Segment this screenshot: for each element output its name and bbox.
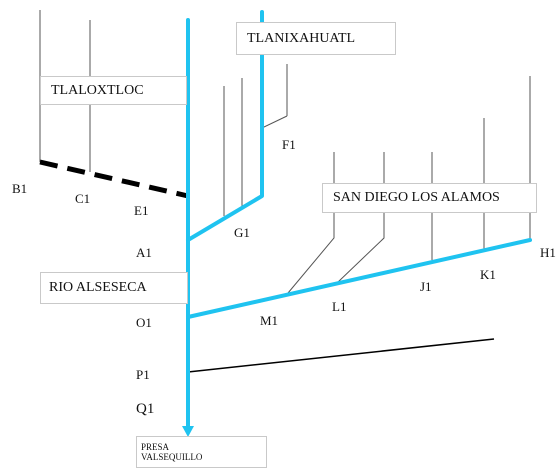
tlanixahuatl-river [186, 10, 264, 242]
tlanixahuatl-label-box: TLANIXAHUATL [236, 22, 396, 55]
point-label-l1: L1 [332, 299, 347, 314]
point-label-e1: E1 [134, 203, 149, 218]
presa-valsequillo-label-box: PRESA VALSEQUILLO [136, 436, 267, 468]
tlaloxtloc-text: TLALOXTLOC [51, 82, 144, 98]
point-label-j1: J1 [420, 279, 432, 294]
point-label-g1: G1 [234, 225, 250, 240]
point-label-k1: K1 [480, 267, 496, 282]
point-label-q1: Q1 [136, 401, 155, 417]
point-label-o1: O1 [136, 315, 152, 330]
presa-line1-text: PRESA [141, 442, 170, 452]
point-label-b1: B1 [12, 181, 28, 196]
san-diego-label-box: SAN DIEGO LOS ALAMOS [322, 183, 537, 213]
san-diego-text: SAN DIEGO LOS ALAMOS [333, 190, 500, 205]
presa-line2-text: VALSEQUILLO [141, 452, 203, 462]
point-label-m1: M1 [260, 313, 279, 328]
point-label-f1: F1 [282, 137, 296, 152]
flow-arrowhead [182, 426, 194, 437]
tlaloxtloc-label-box: TLALOXTLOC [40, 76, 187, 105]
point-label-p1: P1 [136, 367, 150, 382]
dashed-connector [39, 159, 189, 199]
point-label-a1: A1 [136, 245, 152, 260]
rio-alseseca-label-box: RIO ALSESECA [40, 272, 188, 304]
outfall-line-p1 [187, 338, 495, 373]
tributary-m1 [287, 152, 335, 294]
san-diego-river [186, 238, 532, 319]
tributary-l1 [336, 152, 385, 284]
point-label-h1: H1 [540, 245, 556, 260]
tributary-f1-link [261, 115, 288, 129]
point-label-c1: C1 [75, 191, 91, 206]
rio-alseseca-text: RIO ALSESECA [49, 280, 147, 295]
main-rivers [186, 10, 532, 430]
tlanixahuatl-text: TLANIXAHUATL [247, 30, 356, 46]
